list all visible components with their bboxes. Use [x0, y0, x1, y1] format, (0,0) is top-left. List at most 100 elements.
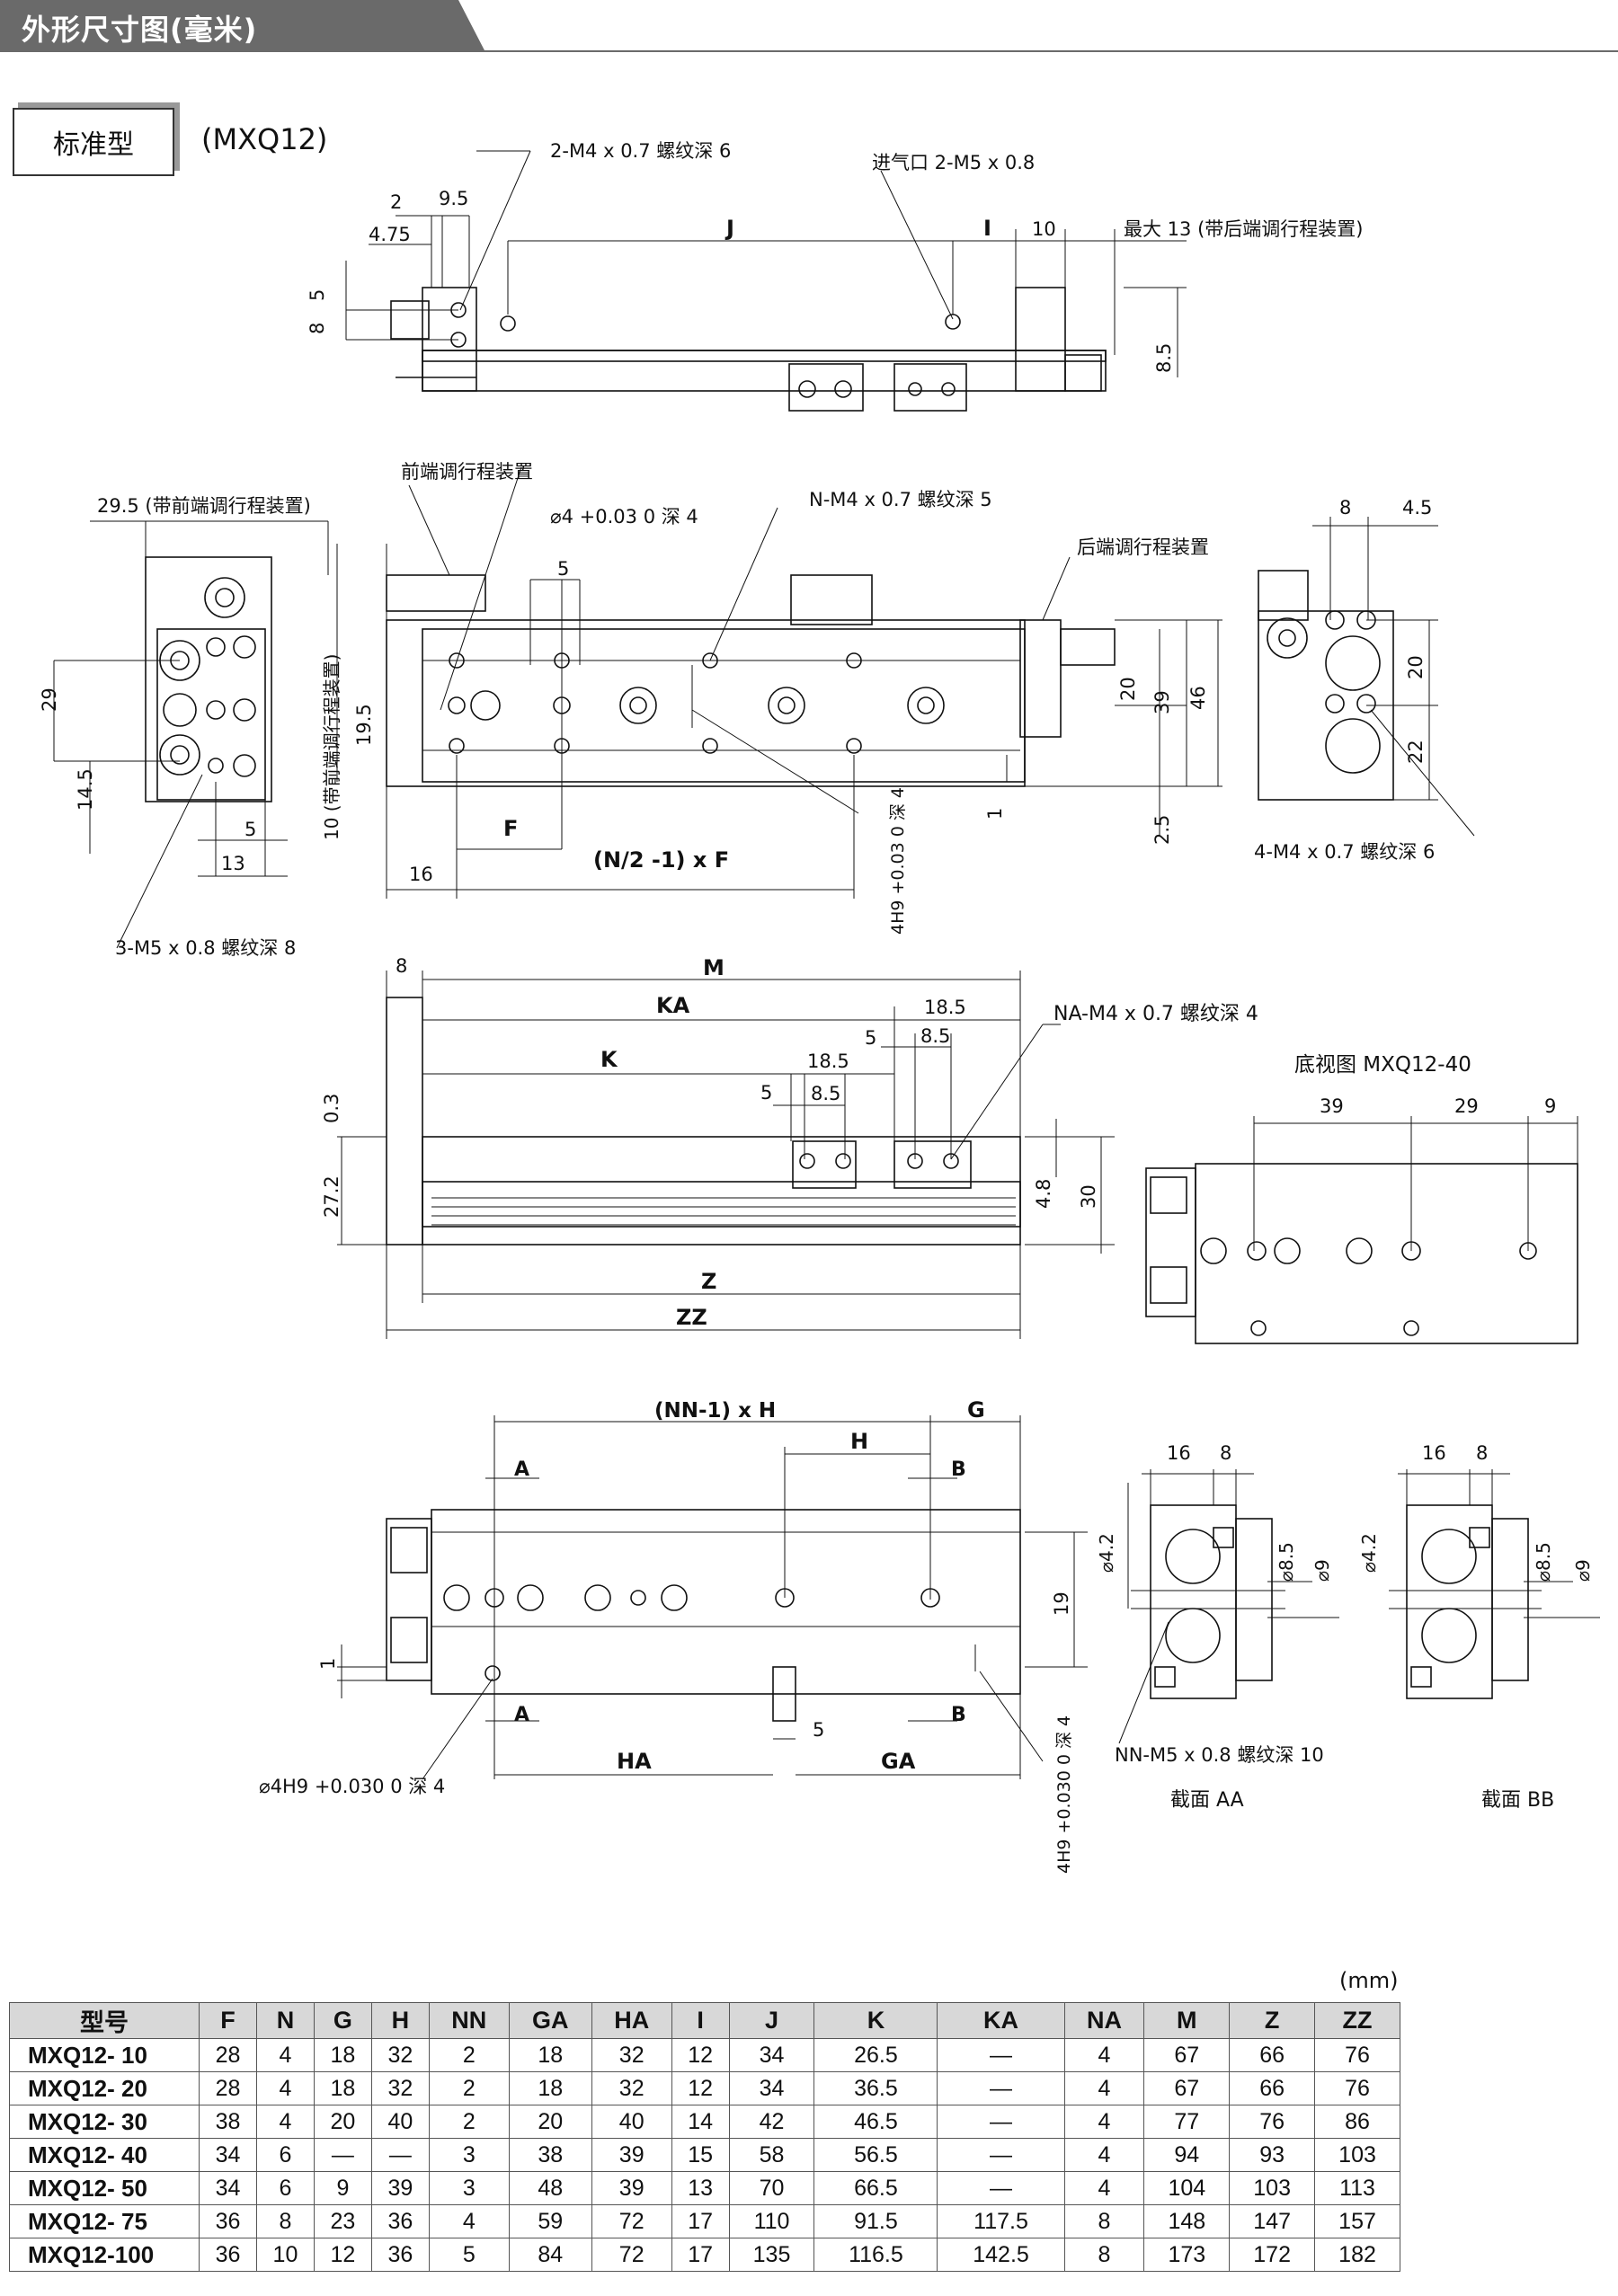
- dim-1-side: 1: [984, 808, 1006, 820]
- section-a-top: A: [514, 1458, 529, 1481]
- value-cell: 20: [508, 2105, 592, 2139]
- bottom-view: [1145, 1116, 1578, 1344]
- value-cell: 32: [591, 2038, 672, 2072]
- dim-8-front: 8: [396, 955, 407, 977]
- value-cell: 110: [728, 2204, 815, 2238]
- bottom-view-title: 底视图 MXQ12-40: [1294, 1053, 1471, 1077]
- value-cell: 172: [1229, 2238, 1316, 2272]
- value-cell: 3: [428, 2138, 510, 2172]
- value-cell: 2: [428, 2105, 510, 2139]
- dim-Z: Z: [701, 1269, 716, 1294]
- dim-KA: KA: [656, 993, 690, 1018]
- col-header: Z: [1229, 2002, 1316, 2039]
- value-cell: —: [370, 2138, 430, 2172]
- value-cell: 76: [1314, 2038, 1400, 2072]
- dim-9-aa: ⌀9: [1311, 1559, 1333, 1582]
- value-cell: 36: [370, 2204, 430, 2238]
- page-title: 外形尺寸图(毫米): [22, 13, 258, 47]
- value-cell: 4: [428, 2204, 510, 2238]
- value-cell: 17: [671, 2204, 730, 2238]
- col-header: K: [813, 2002, 938, 2039]
- right-tap-label: 4-M4 x 0.7 螺纹深 6: [1254, 841, 1435, 863]
- dim-ZZ: ZZ: [676, 1305, 707, 1330]
- value-cell: 4: [1063, 2138, 1145, 2172]
- dim-8-5-front-b: 8.5: [811, 1083, 840, 1104]
- value-cell: 76: [1314, 2071, 1400, 2105]
- value-cell: 66: [1229, 2038, 1316, 2072]
- section-a-bottom: A: [514, 1704, 529, 1726]
- dim-39-side: 39: [1151, 690, 1173, 714]
- value-cell: 66: [1229, 2071, 1316, 2105]
- value-cell: 157: [1314, 2204, 1400, 2238]
- value-cell: 36: [199, 2204, 257, 2238]
- value-cell: —: [937, 2038, 1065, 2072]
- value-cell: 38: [508, 2138, 592, 2172]
- value-cell: 18: [508, 2071, 592, 2105]
- dim-GA: GA: [881, 1749, 916, 1774]
- value-cell: 28: [199, 2038, 257, 2072]
- hole-4h9-b-label: ⌀4H9 +0.030 0 深 4: [259, 1776, 445, 1797]
- col-header: KA: [937, 2002, 1065, 2039]
- value-cell: 173: [1143, 2238, 1231, 2272]
- value-cell: 91.5: [813, 2204, 938, 2238]
- page-header: 外形尺寸图(毫米): [0, 0, 1618, 52]
- col-header: NN: [428, 2002, 510, 2039]
- value-cell: 26.5: [813, 2038, 938, 2072]
- value-cell: 12: [671, 2038, 730, 2072]
- front-adj-label: 前端调行程装置: [401, 461, 533, 483]
- dim-9-5: 9.5: [439, 188, 468, 209]
- value-cell: 39: [591, 2138, 672, 2172]
- col-header: ZZ: [1314, 2002, 1400, 2039]
- value-cell: 117.5: [937, 2204, 1065, 2238]
- value-cell: 46.5: [813, 2105, 938, 2139]
- dim-8-aa: 8: [1220, 1442, 1231, 1464]
- value-cell: 116.5: [813, 2238, 938, 2272]
- value-cell: 2: [428, 2071, 510, 2105]
- section-b-top: B: [951, 1458, 966, 1481]
- dim-4-2-bb: ⌀4.2: [1358, 1533, 1380, 1573]
- dim-13: 13: [221, 853, 245, 874]
- value-cell: 6: [255, 2171, 315, 2205]
- value-cell: 14: [671, 2105, 730, 2139]
- dim-8-5-aa: ⌀8.5: [1276, 1542, 1297, 1582]
- value-cell: 15: [671, 2138, 730, 2172]
- value-cell: —: [937, 2138, 1065, 2172]
- dim-F: F: [503, 816, 518, 841]
- model-cell: MXQ12-100: [9, 2238, 200, 2272]
- side-view: [336, 466, 1222, 899]
- dim-39-bottom: 39: [1320, 1095, 1344, 1117]
- dim-18-5-b: 18.5: [807, 1050, 849, 1072]
- dim-29: 29: [39, 687, 60, 712]
- dim-4-8: 4.8: [1033, 1179, 1054, 1209]
- col-header: M: [1143, 2002, 1231, 2039]
- col-header: H: [370, 2002, 430, 2039]
- dim-10: 10: [1032, 218, 1056, 240]
- value-cell: 76: [1229, 2105, 1316, 2139]
- value-cell: 148: [1143, 2204, 1231, 2238]
- na-tap-label: NA-M4 x 0.7 螺纹深 4: [1053, 1003, 1258, 1025]
- top-view: [345, 150, 1187, 412]
- value-cell: 4: [255, 2071, 315, 2105]
- value-cell: 8: [255, 2204, 315, 2238]
- table-header-row: 型号 F N G H NN GA HA I J K KA NA M Z ZZ: [9, 2002, 1400, 2039]
- section-aa-title: 截面 AA: [1170, 1789, 1244, 1812]
- value-cell: 39: [591, 2171, 672, 2205]
- dim-8-top: 8: [307, 323, 328, 334]
- dim-5-front-b: 5: [760, 1082, 772, 1104]
- type-label-box: 标准型: [13, 108, 174, 176]
- value-cell: 58: [728, 2138, 815, 2172]
- hole-4h9-c-label: 4H9 +0.030 0 深 4: [1054, 1715, 1074, 1874]
- value-cell: 10: [255, 2238, 315, 2272]
- dim-4-5: 4.5: [1402, 497, 1432, 519]
- dim-0-3: 0.3: [321, 1094, 342, 1123]
- dim-19: 19: [1051, 1591, 1072, 1616]
- nn-h-label: (NN-1) x H: [654, 1399, 776, 1423]
- col-header: HA: [591, 2002, 672, 2039]
- dim-29-bottom: 29: [1454, 1095, 1479, 1117]
- value-cell: 48: [508, 2171, 592, 2205]
- dim-19-5: 19.5: [353, 704, 375, 746]
- header-tab: [0, 0, 485, 52]
- rear-adj-label: 后端调行程装置: [1077, 536, 1209, 558]
- value-cell: 104: [1143, 2171, 1231, 2205]
